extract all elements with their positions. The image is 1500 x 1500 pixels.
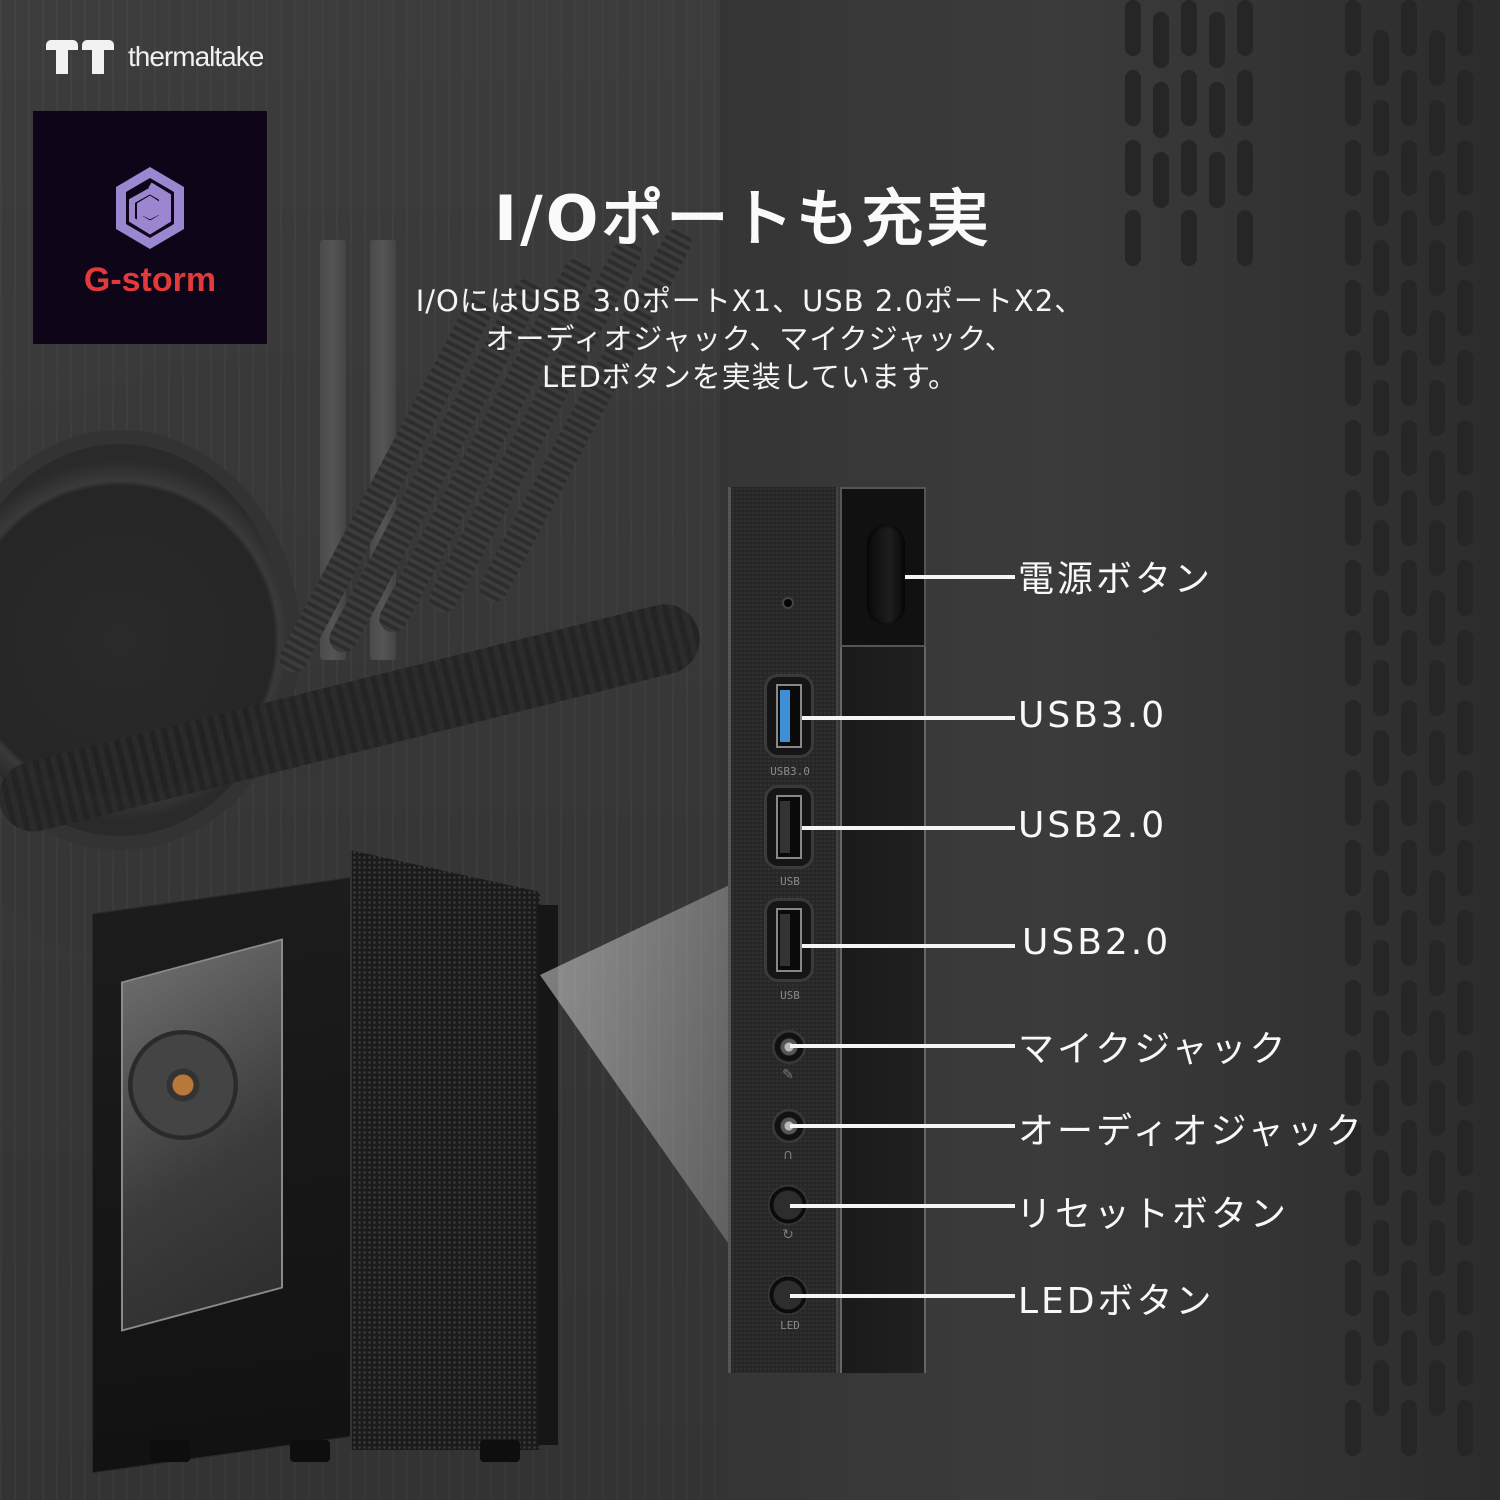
callout-usb2-1: USB2.0 — [1018, 805, 1168, 846]
callout-usb2-2: USB2.0 — [1022, 922, 1172, 963]
callout-audio-jack: オーディオジャック — [1018, 1111, 1365, 1152]
page-title: I/Oポートも充実 — [494, 182, 992, 255]
led-button-label: LED — [780, 1319, 800, 1332]
callout-line-reset — [790, 1204, 1015, 1208]
thermaltake-logo: thermaltake — [46, 40, 264, 74]
description-line: LEDボタンを実装しています。 — [541, 360, 959, 394]
usb2-port-label: USB — [780, 989, 800, 1002]
callout-power-button: 電源ボタン — [1018, 559, 1214, 600]
case-io-strip — [538, 905, 558, 1445]
usb2-port-2[interactable] — [764, 898, 814, 982]
tt-mark-icon — [46, 40, 116, 74]
headphone-icon: ∩ — [782, 1147, 794, 1163]
power-button[interactable] — [867, 525, 905, 625]
g-storm-hexagon-icon — [116, 167, 184, 249]
case-foot — [150, 1440, 190, 1462]
usb3-port-label: USB3.0 — [770, 765, 810, 778]
g-storm-text: G-storm — [83, 261, 217, 299]
description-line: オーディオジャック、マイクジャック、 — [485, 322, 1015, 356]
g-storm-badge: G-storm — [33, 111, 267, 344]
hdd-led-indicator — [782, 597, 794, 609]
usb2-port-label: USB — [780, 875, 800, 888]
description: I/OにはUSB 3.0ポートX1、USB 2.0ポートX2、 オーディオジャッ… — [380, 282, 1120, 396]
case-foot — [290, 1440, 330, 1462]
callout-usb3: USB3.0 — [1018, 695, 1168, 736]
io-panel-closeup: USB3.0 USB USB ✎ ∩ ↻ LED — [728, 487, 928, 1373]
callout-line-audio — [790, 1124, 1015, 1128]
case-foot — [480, 1440, 520, 1462]
callout-reset-button: リセットボタン — [1016, 1194, 1290, 1235]
callout-line-mic — [790, 1044, 1015, 1048]
mic-icon: ✎ — [782, 1067, 794, 1083]
callout-line-usb2-1 — [802, 826, 1015, 830]
usb2-port-1[interactable] — [764, 785, 814, 869]
callout-mic-jack: マイクジャック — [1018, 1029, 1289, 1070]
callout-line-usb3 — [802, 716, 1015, 720]
vent-slots-left — [1125, 0, 1253, 1500]
callout-line-led — [790, 1294, 1015, 1298]
reset-icon: ↻ — [782, 1227, 794, 1243]
case-front-mesh — [350, 850, 540, 1450]
callout-led-button: LEDボタン — [1018, 1281, 1215, 1322]
callout-line-usb2-2 — [802, 944, 1015, 948]
thermaltake-wordmark: thermaltake — [128, 41, 264, 72]
case-fan-icon — [128, 1030, 238, 1140]
callout-line-power — [905, 575, 1015, 579]
vent-slots-right — [1345, 0, 1473, 1500]
description-line: I/OにはUSB 3.0ポートX1、USB 2.0ポートX2、 — [415, 284, 1085, 318]
